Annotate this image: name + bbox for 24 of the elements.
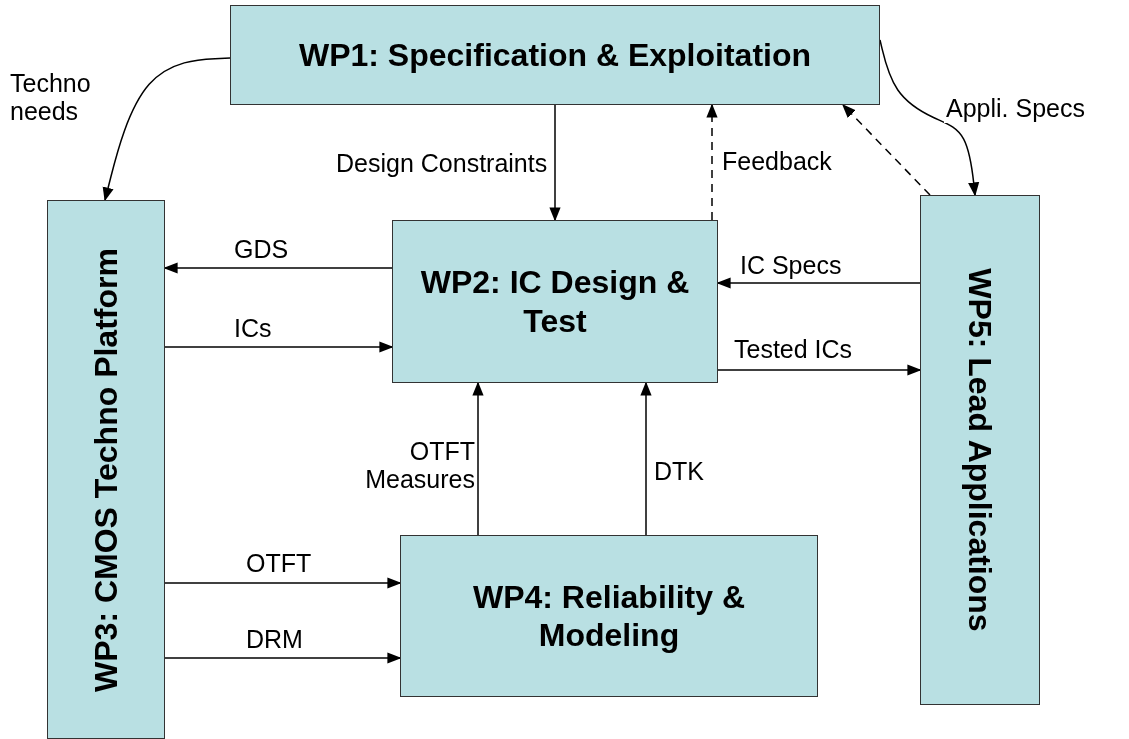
- box-title: WP1: Specification & Exploitation: [297, 35, 812, 75]
- arrow: [716, 277, 921, 289]
- process-box: [920, 195, 1040, 705]
- arrow: [640, 381, 652, 536]
- box-title: WP5: Lead Applications: [961, 268, 1000, 632]
- arrow: [879, 39, 980, 197]
- edge-label: Appli. Specs: [944, 95, 1087, 123]
- arrow: [163, 262, 393, 274]
- process-box: [230, 5, 880, 105]
- arrow: [164, 652, 402, 664]
- arrow: [102, 57, 231, 202]
- arrow: [717, 364, 922, 376]
- arrow: [164, 577, 402, 589]
- box-title: WP4: Reliability & Modeling: [471, 577, 746, 655]
- arrow: [472, 381, 484, 536]
- process-box: [47, 200, 165, 739]
- arrow: [164, 341, 394, 353]
- box-title: WP3: CMOS Techno Platform: [86, 247, 125, 692]
- process-box: [400, 535, 818, 697]
- arrow: [706, 103, 718, 221]
- box-title: WP2: IC Design & Test: [420, 263, 690, 340]
- arrow: [842, 104, 931, 196]
- arrow: [549, 104, 561, 222]
- process-box: [392, 220, 718, 383]
